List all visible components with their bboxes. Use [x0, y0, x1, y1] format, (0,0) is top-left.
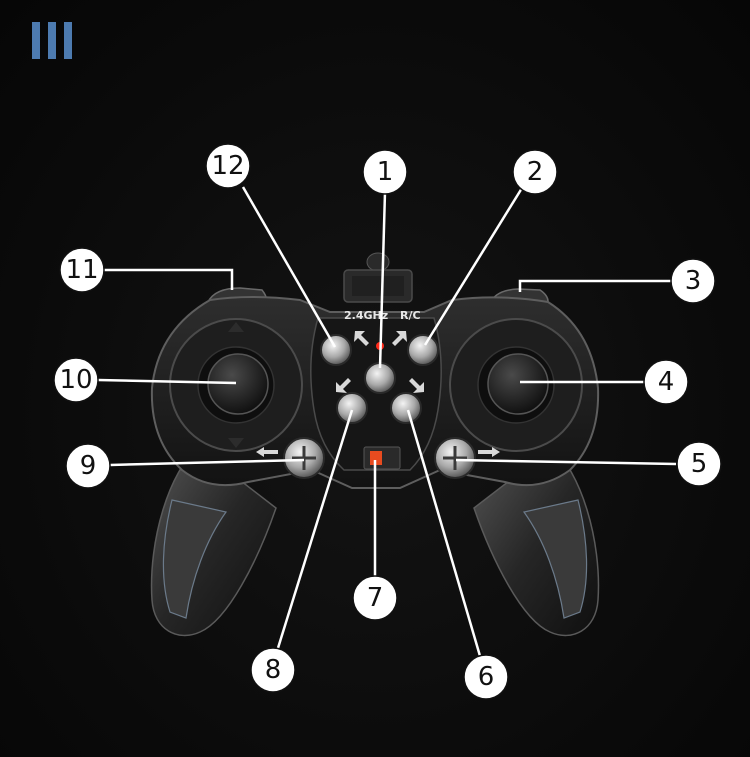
callout-label: 9 — [80, 451, 97, 481]
callout-12: 12 — [205, 143, 251, 189]
button-8 — [336, 392, 368, 424]
callout-label: 7 — [367, 583, 384, 613]
callout-label: 12 — [211, 151, 244, 181]
callout-6: 6 — [463, 654, 509, 700]
leader-line-5 — [455, 458, 677, 466]
callout-label: 5 — [691, 449, 708, 479]
leader-line-1 — [378, 191, 387, 369]
leader-line-2 — [423, 187, 524, 346]
direction-arrows — [256, 331, 500, 457]
leader-line-9 — [109, 458, 305, 467]
button-12 — [320, 334, 352, 366]
callout-11: 11 — [59, 247, 105, 293]
callout-label: 1 — [377, 157, 394, 187]
callouts: 1 2 3 4 5 6 7 8 9 10 11 12 — [53, 143, 722, 700]
rc-label: R/C — [400, 309, 421, 322]
callout-label: 10 — [59, 365, 92, 395]
left-joystick — [169, 318, 303, 452]
button-6 — [390, 392, 422, 424]
callout-label: 11 — [65, 255, 98, 285]
callout-2: 2 — [512, 149, 558, 195]
controller-image: 2.4GHz R/C — [150, 252, 600, 637]
left-trim-dpad — [283, 437, 325, 479]
callout-label: 6 — [478, 662, 495, 692]
band-label: 2.4GHz — [344, 309, 388, 322]
leader-line-11 — [104, 268, 234, 290]
callout-label: 2 — [527, 157, 544, 187]
callout-label: 4 — [658, 367, 675, 397]
leader-line-10 — [97, 378, 237, 385]
power-switch — [363, 446, 401, 470]
callout-9: 9 — [65, 443, 111, 489]
antenna — [343, 252, 413, 303]
leader-line-6 — [406, 409, 482, 657]
leader-line-12 — [241, 186, 337, 348]
callout-7: 7 — [352, 575, 398, 621]
callout-label: 3 — [685, 266, 702, 296]
leader-line-3 — [518, 279, 672, 292]
right-trim-dpad — [434, 437, 476, 479]
callout-1: 1 — [362, 149, 408, 195]
right-joystick — [449, 318, 583, 452]
leader-lines — [97, 186, 677, 657]
button-2 — [407, 334, 439, 366]
menu-bars-icon[interactable] — [32, 22, 72, 59]
callout-5: 5 — [676, 441, 722, 487]
leader-line-8 — [276, 409, 354, 649]
callout-4: 4 — [643, 359, 689, 405]
callout-3: 3 — [670, 258, 716, 304]
callout-8: 8 — [250, 647, 296, 693]
callout-label: 8 — [265, 655, 282, 685]
callout-10: 10 — [53, 357, 99, 403]
